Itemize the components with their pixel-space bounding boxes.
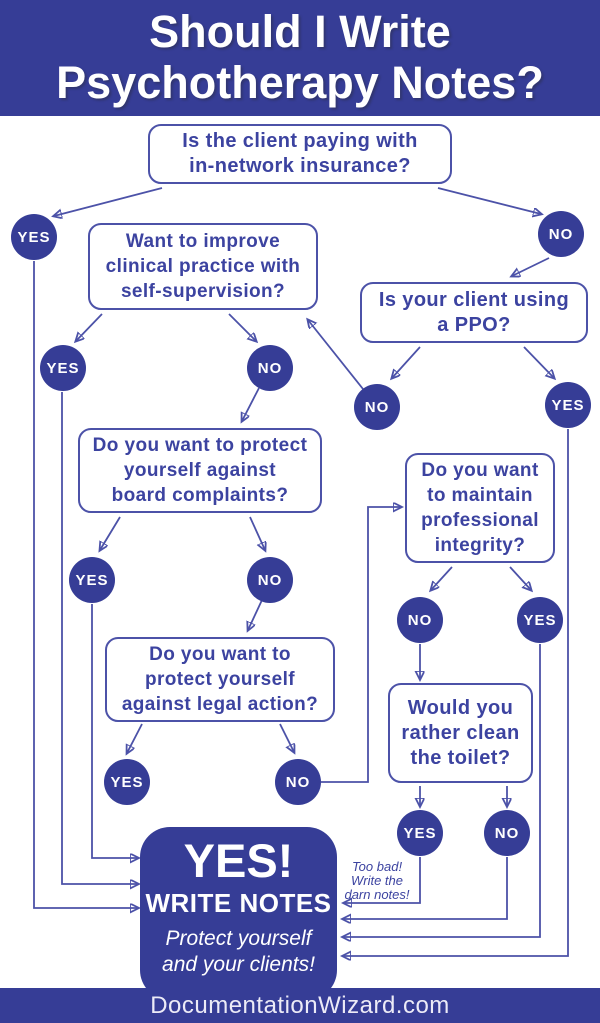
edge-a8-to-q5 — [248, 599, 263, 630]
answer-toilet-yes: YES — [397, 810, 443, 856]
question-ppo: Is your client using a PPO? — [360, 282, 588, 343]
page-title: Should I Write Psychotherapy Notes? — [0, 0, 600, 116]
edge-q3-to-a6 — [523, 346, 554, 378]
answer-insurance-no: NO — [538, 211, 584, 257]
edge-q1-to-a2 — [437, 187, 541, 214]
result-yes-text: YES! — [183, 834, 294, 887]
edge-a2-to-q3 — [512, 257, 550, 276]
question-self-supervision: Want to improve clinical practice with s… — [88, 223, 318, 310]
question-legal-action: Do you want to protect yourself against … — [105, 637, 335, 722]
edge-q2-to-a3 — [76, 313, 103, 341]
footer-site-url: DocumentationWizard.com — [0, 988, 600, 1023]
edge-q5-to-a10 — [279, 723, 294, 752]
answer-toilet-no: NO — [484, 810, 530, 856]
answer-board-yes: YES — [69, 557, 115, 603]
edge-q4-to-a7 — [100, 516, 121, 550]
result-write-notes: YES! WRITE NOTES Protect yourself and yo… — [140, 827, 337, 1000]
answer-integrity-yes: YES — [517, 597, 563, 643]
edge-q6-to-a11 — [431, 566, 453, 590]
answer-legal-yes: YES — [104, 759, 150, 805]
edge-a4-to-q4 — [242, 387, 260, 421]
answer-supervision-no: NO — [247, 345, 293, 391]
question-clean-toilet: Would you rather clean the toilet? — [388, 683, 533, 783]
answer-ppo-yes: YES — [545, 382, 591, 428]
edge-q1-to-a1 — [54, 187, 163, 216]
answer-ppo-no: NO — [354, 384, 400, 430]
question-insurance: Is the client paying with in-network ins… — [148, 124, 452, 184]
answer-board-no: NO — [247, 557, 293, 603]
edge-a5-to-q2 — [308, 320, 364, 390]
question-professional-integrity: Do you want to maintain professional int… — [405, 453, 555, 563]
result-write-text: WRITE NOTES — [145, 888, 332, 918]
answer-legal-no: NO — [275, 759, 321, 805]
answer-integrity-no: NO — [397, 597, 443, 643]
result-protect-text: Protect yourself and your clients! — [162, 927, 315, 976]
question-board-complaints: Do you want to protect yourself against … — [78, 428, 322, 513]
answer-insurance-yes: YES — [11, 214, 57, 260]
too-bad-annotation: Too bad! Write the darn notes! — [344, 859, 410, 902]
edge-q4-to-a8 — [249, 516, 265, 550]
edge-q5-to-a9 — [127, 723, 143, 753]
edge-q3-to-a5 — [392, 346, 421, 378]
edge-q2-to-a4 — [228, 313, 256, 341]
answer-supervision-yes: YES — [40, 345, 86, 391]
edge-q6-to-a12 — [509, 566, 531, 590]
